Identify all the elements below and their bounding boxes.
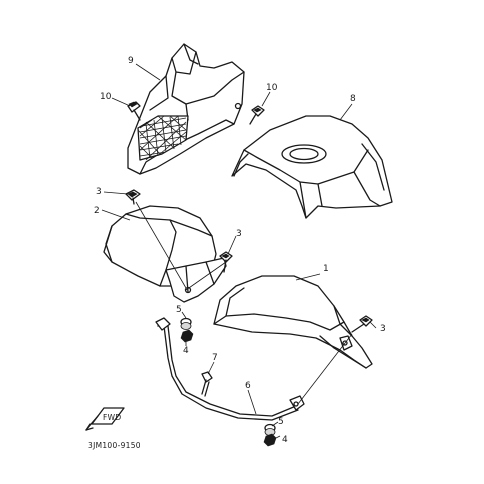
part-3-bolt-right: [351, 315, 373, 333]
grille-mesh: [137, 115, 189, 161]
part-3-bolt-top: [125, 189, 141, 205]
callout-10-left: 10: [100, 92, 112, 102]
part-5-collar-left: [180, 317, 192, 330]
callout-8: 8: [350, 94, 356, 104]
callout-6: 6: [245, 381, 251, 391]
callout-5-right: 5: [278, 417, 284, 427]
fwd-label: FWD: [103, 413, 121, 422]
part-4-nut-left: [180, 329, 194, 343]
callout-3-right: 3: [380, 324, 386, 334]
callout-7: 7: [212, 353, 218, 363]
part-9-front-cover: [127, 43, 245, 175]
diagram-code: 3JM100-9150: [88, 441, 141, 450]
callout-1: 1: [323, 264, 329, 274]
callout-5-left: 5: [176, 305, 182, 315]
mount-hole: [234, 102, 242, 110]
fwd-arrow-icon: FWD: [85, 407, 125, 431]
part-8-tank-cover: [231, 115, 393, 219]
part-10-screw-right: [249, 105, 265, 125]
callout-10-right: 10: [266, 83, 278, 93]
part-1-front-fender: [213, 275, 373, 369]
part-6-fender-stay: [155, 317, 305, 421]
callout-4-right: 4: [282, 435, 288, 445]
part-2-side-cover: [103, 205, 227, 303]
callout-9: 9: [128, 56, 134, 66]
callout-2: 2: [94, 206, 100, 216]
part-7-bolt: [201, 371, 213, 397]
part-4-nut-right: [263, 433, 277, 447]
callout-4-left: 4: [183, 346, 189, 356]
callout-labels: 1 2 3 3 3 4 4 5 5 6 7 8 9 10 10: [94, 56, 386, 445]
part-5-collar-right: [264, 423, 276, 436]
callout-3-top: 3: [96, 187, 102, 197]
callout-3-middle: 3: [236, 229, 242, 239]
part-10-screw-left: [127, 101, 141, 121]
leader-lines: [101, 63, 377, 439]
fuel-cap-opening: [281, 144, 327, 164]
